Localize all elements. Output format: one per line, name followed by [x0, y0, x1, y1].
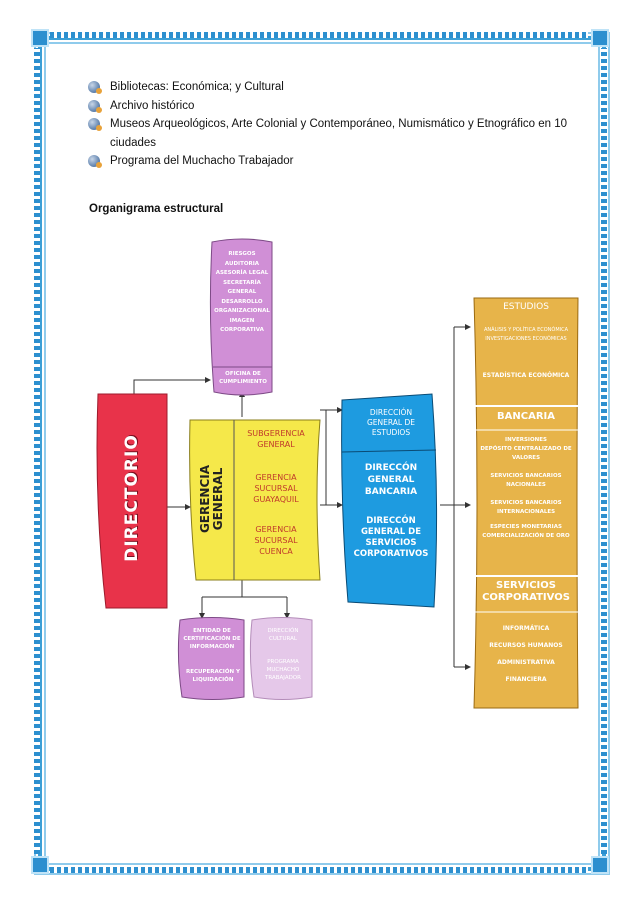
direccion-bancaria-label: DIRECCÓN GENERAL BANCARIA — [364, 463, 418, 497]
list-item: Bibliotecas: Económica; y Cultural — [88, 78, 580, 97]
staff-label-list: RIESGOS AUDITORIA ASESORÍA LEGAL SECRETA… — [214, 251, 270, 333]
org-chart: DIRECTORIO GERENCIA GENERAL RIESGOS AUDI… — [92, 222, 590, 716]
border-pattern-bottom — [50, 867, 588, 873]
border-corner-top-right — [591, 29, 609, 47]
border-pattern-right — [601, 48, 607, 854]
entidad-certificacion-label: ENTIDAD DE CERTIFICACIÓN DE INFORMACIÓN — [183, 628, 241, 650]
directorio-label: DIRECTORIO — [122, 434, 142, 562]
sucursal-guayaquil-label: GERENCIA SUCURSAL GUAYAQUIL — [253, 473, 299, 504]
list-item: Programa del Muchacho Trabajador — [88, 152, 580, 171]
subgerencia-label: SUBGERENCIA GENERAL — [247, 429, 305, 449]
section-title: Organigrama estructural — [89, 203, 224, 215]
dependencias-shape — [473, 297, 579, 709]
bullet-icon — [88, 81, 102, 94]
bullet-icon — [88, 99, 102, 113]
bullet-icon — [88, 118, 102, 131]
direccion-estudios-label: DIRECCIÓN GENERAL DE ESTUDIOS — [366, 408, 415, 437]
directorio-shape — [96, 393, 168, 609]
bullet-list: Bibliotecas: Económica; y Cultural Archi… — [88, 78, 580, 171]
bancaria-title: BANCARIA — [497, 411, 555, 422]
border-corner-bottom-left — [31, 856, 49, 874]
list-item: Museos Arqueológicos, Arte Colonial y Co… — [88, 115, 570, 152]
list-item: Archivo histórico — [88, 97, 580, 116]
sucursal-cuenca-label: GERENCIA SUCURSAL CUENCA — [254, 525, 298, 556]
estudios-items: ANÁLISIS Y POLÍTICA ECONÓMICA INVESTIGAC… — [483, 327, 569, 342]
bottom-right-shape — [249, 617, 313, 700]
border-corner-top-left — [31, 29, 49, 47]
direccion-cultural-label: DIRECCIÓN CULTURAL — [267, 628, 299, 642]
bullet-icon — [88, 155, 102, 168]
recuperacion-label: RECUPERACIÓN Y LIQUIDACIÓN — [185, 669, 241, 683]
estudios-title: ESTUDIOS — [503, 302, 549, 312]
oficina-cumplimiento-label: OFICINA DE CUMPLIMIENTO — [219, 371, 267, 385]
connector-lines — [133, 324, 471, 670]
org-chart-shapes — [96, 238, 579, 709]
servicios-items: INFORMÁTICA RECURSOS HUMANOS ADMINISTRAT… — [489, 625, 563, 683]
staff-shape — [209, 238, 273, 396]
gerencia-shape — [189, 419, 321, 581]
border-pattern-left — [34, 48, 40, 854]
programa-muchacho-label: PROGRAMA MUCHACHO TRABAJADOR — [265, 659, 301, 681]
bancaria-items: INVERSIONES DEPÓSITO CENTRALIZADO DE VAL… — [480, 437, 572, 539]
border-corner-bottom-right — [591, 856, 609, 874]
border-pattern-top — [50, 32, 588, 38]
bottom-left-shape — [177, 617, 245, 700]
gerencia-general-label: GERENCIA GENERAL — [198, 464, 225, 534]
servicios-title: SERVICIOS CORPORATIVOS — [482, 580, 570, 603]
estadistica-label: ESTADÍSTICA ECONÓMICA — [482, 372, 570, 379]
direccion-servicios-label: DIRECCÓN GENERAL DE SERVICIOS CORPORATIV… — [353, 516, 429, 559]
direcciones-shape — [341, 393, 438, 608]
